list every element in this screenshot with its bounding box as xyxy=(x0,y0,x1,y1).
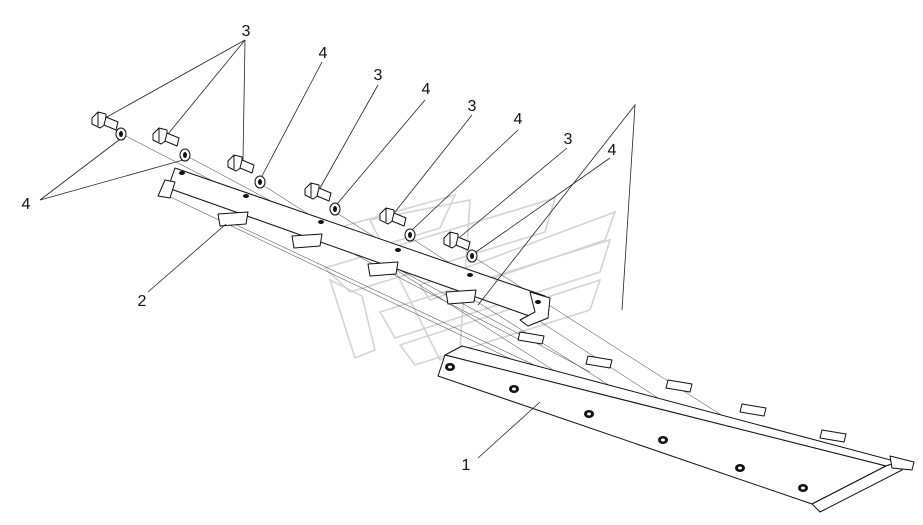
callout-mounting-strip: 2 xyxy=(138,293,147,310)
strip-tab-2 xyxy=(217,211,249,227)
callout-bolt: 3 xyxy=(374,67,383,84)
strip-hole xyxy=(179,171,185,175)
callout-labels: 3 4 4 3 4 3 4 3 4 2 1 xyxy=(22,23,617,474)
angle-plate-holes xyxy=(445,363,808,492)
bolt xyxy=(91,111,119,131)
bolt xyxy=(152,127,180,147)
mounting-strip-part-2 xyxy=(157,167,551,327)
plate-hole-inner xyxy=(661,438,665,442)
callout-washer: 4 xyxy=(422,81,431,98)
strip-hole xyxy=(467,273,473,277)
callout-angle-plate: 1 xyxy=(462,457,471,474)
strip-tab-4 xyxy=(367,261,399,277)
washer xyxy=(404,228,416,242)
bolt xyxy=(227,154,255,174)
callout-washer-group: 4 xyxy=(22,196,31,213)
strip-tab-5 xyxy=(445,289,477,305)
callout-bolt: 3 xyxy=(564,131,573,148)
callout-bolt-group: 3 xyxy=(242,23,251,40)
angle-tab-2 xyxy=(665,379,693,393)
strip-hole xyxy=(395,248,401,252)
washer xyxy=(466,249,478,263)
angle-plate-part-1 xyxy=(437,331,915,513)
angle-tab-5 xyxy=(517,331,545,345)
angle-tab-3 xyxy=(739,403,767,417)
strip-tab-3 xyxy=(291,233,323,249)
washer xyxy=(179,148,191,162)
strip-tab-1 xyxy=(157,179,176,199)
washer xyxy=(254,175,266,189)
washer xyxy=(329,202,341,216)
plate-hole-inner xyxy=(587,412,591,416)
washers-part-4 xyxy=(115,127,478,263)
plate-hole-inner xyxy=(448,365,452,369)
strip-hole xyxy=(243,194,249,198)
washer xyxy=(115,127,127,141)
strip-hole xyxy=(535,300,541,304)
bolt xyxy=(443,231,471,251)
plate-hole-inner xyxy=(801,486,805,490)
bolts-part-3 xyxy=(91,111,471,251)
callout-washer: 4 xyxy=(608,142,617,159)
strip-hole xyxy=(318,220,324,224)
plate-hole-inner xyxy=(738,466,742,470)
bolt xyxy=(304,182,332,202)
angle-plate-end-tab xyxy=(889,455,915,471)
angle-tab-4 xyxy=(819,429,847,443)
plate-hole-inner xyxy=(512,387,516,391)
callout-bolt: 3 xyxy=(468,98,477,115)
callout-washer: 4 xyxy=(514,111,523,128)
callout-washer: 4 xyxy=(319,45,328,62)
bolt xyxy=(379,207,407,227)
angle-tab-1 xyxy=(585,355,613,369)
strip-flange-end xyxy=(519,291,551,327)
leader-lines xyxy=(39,39,636,459)
